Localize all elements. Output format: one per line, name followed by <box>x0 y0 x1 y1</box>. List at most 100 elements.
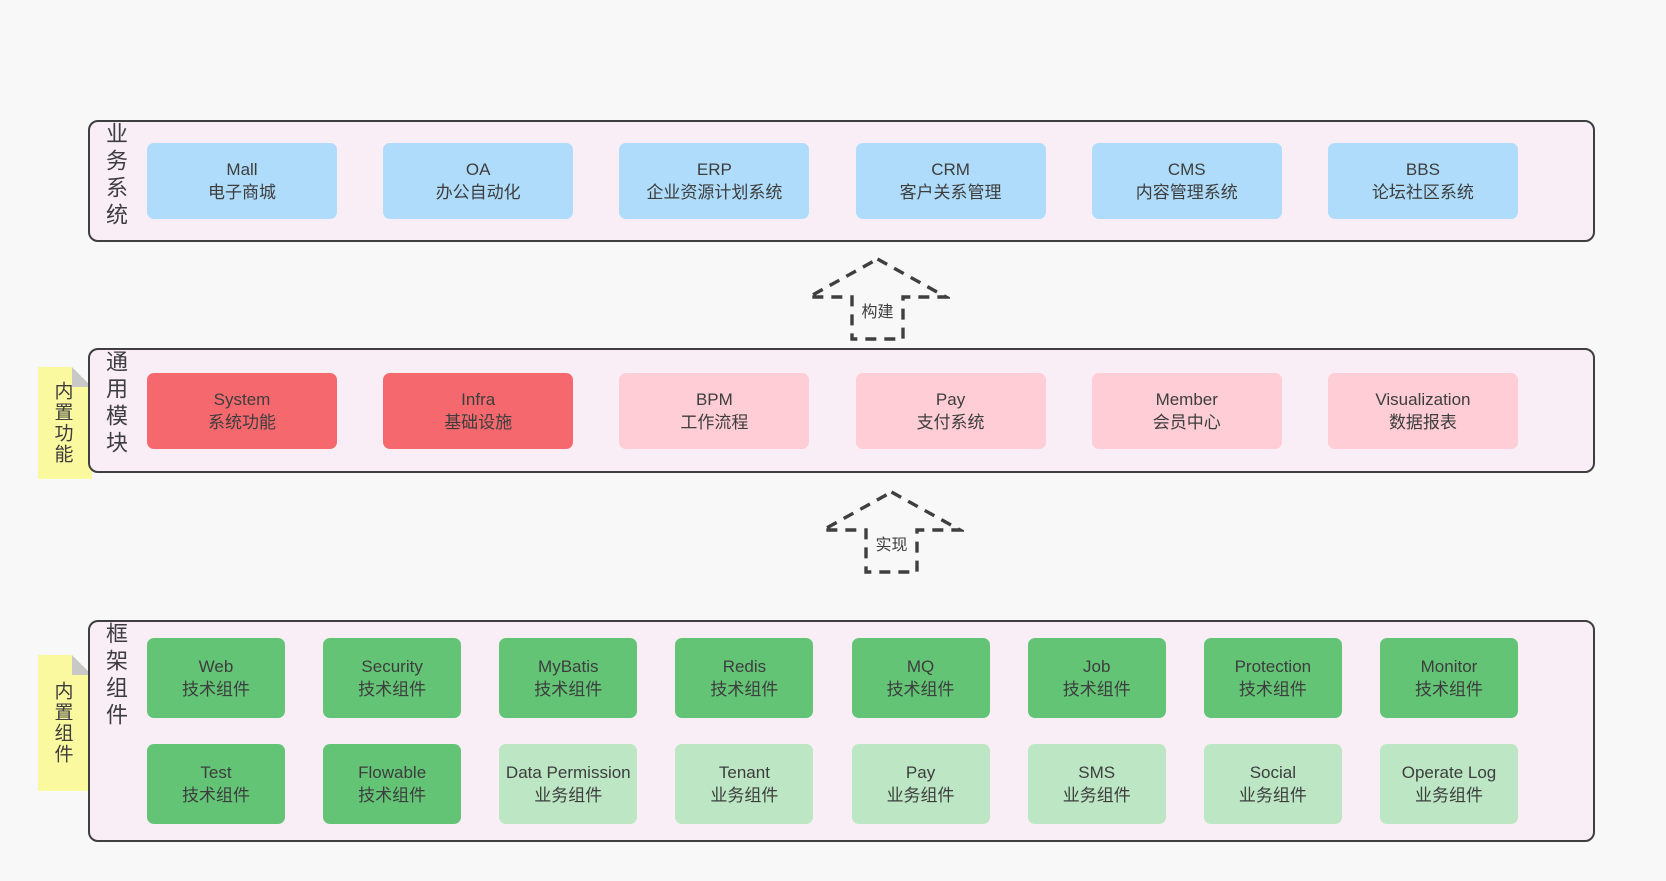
module-box-infra: Infra 基础设施 <box>383 372 574 449</box>
module-name: BBS <box>1405 160 1440 179</box>
module-box-pay: Pay 支付系统 <box>855 372 1046 449</box>
module-name: Infra <box>461 389 496 409</box>
module-desc: 技术组件 <box>1238 680 1307 699</box>
layer-common-modules: 通用模块 System 系统功能 Infra 基础设施 BPM 工作流程 Pay 支付系统 Me… <box>88 348 1595 473</box>
module-desc: 技术组件 <box>1414 680 1483 699</box>
module-name: OA <box>465 160 491 179</box>
module-desc: 办公自动化 <box>435 183 521 202</box>
module-desc: 业务组件 <box>1414 786 1483 805</box>
module-name: Web <box>198 657 234 676</box>
module-name: MQ <box>906 657 935 676</box>
module-desc: 支付系统 <box>916 412 985 432</box>
module-box-tenant: Tenant 业务组件 <box>675 744 814 824</box>
module-name: Visualization <box>1375 389 1471 409</box>
sticky-note-builtin-components: 内置组件 <box>38 655 92 791</box>
module-desc: 技术组件 <box>358 680 427 699</box>
layer-side-label: 框架组件 <box>103 622 128 730</box>
module-desc: 电子商城 <box>208 183 276 202</box>
module-desc: 系统功能 <box>208 412 276 432</box>
module-desc: 业务组件 <box>710 786 779 805</box>
module-box-member: Member 会员中心 <box>1091 372 1282 449</box>
module-box-bbs: BBS 论坛社区系统 <box>1327 143 1518 219</box>
up-arrow-icon <box>805 257 950 341</box>
module-name: SMS <box>1078 763 1116 782</box>
module-name: Redis <box>722 657 767 676</box>
layer-side-label: 业务系统 <box>103 122 128 230</box>
module-box-sms: SMS 业务组件 <box>1027 744 1166 824</box>
module-desc: 技术组件 <box>358 786 427 805</box>
module-name: MyBatis <box>538 657 599 676</box>
module-name: Security <box>361 657 423 676</box>
module-name: Protection <box>1234 657 1312 676</box>
box-row: System 系统功能 Infra 基础设施 BPM 工作流程 Pay 支付系统 Member 会… <box>140 372 1593 449</box>
module-box-cms: CMS 内容管理系统 <box>1091 143 1282 219</box>
module-box-monitor: Monitor 技术组件 <box>1379 638 1518 718</box>
module-name: ERP <box>696 160 732 179</box>
module-name: Mall <box>226 160 258 179</box>
module-desc: 数据报表 <box>1388 412 1457 432</box>
module-name: Operate Log <box>1401 763 1497 782</box>
module-name: Social <box>1249 763 1296 782</box>
module-name: System <box>213 389 271 409</box>
module-desc: 技术组件 <box>534 680 603 699</box>
module-name: Job <box>1082 657 1111 676</box>
up-arrow-icon <box>819 490 964 574</box>
module-desc: 内容管理系统 <box>1135 183 1238 202</box>
module-box-data-permission: Data Permission 业务组件 <box>499 744 638 824</box>
module-desc: 技术组件 <box>1062 680 1131 699</box>
module-desc: 业务组件 <box>534 786 603 805</box>
module-name: Tenant <box>718 763 770 782</box>
module-box-pay: Pay 业务组件 <box>851 744 990 824</box>
module-box-system: System 系统功能 <box>147 372 337 449</box>
module-box-redis: Redis 技术组件 <box>675 638 814 718</box>
module-box-web: Web 技术组件 <box>147 638 285 718</box>
module-box-visualization: Visualization 数据报表 <box>1327 372 1518 449</box>
arrow-build: 构建 <box>805 256 950 342</box>
module-desc: 业务组件 <box>1062 786 1131 805</box>
module-name: Member <box>1155 389 1218 409</box>
module-box-protection: Protection 技术组件 <box>1203 638 1342 718</box>
layer-side-label: 通用模块 <box>103 350 128 458</box>
module-name: BPM <box>695 389 733 409</box>
module-box-security: Security 技术组件 <box>323 638 462 718</box>
module-desc: 业务组件 <box>886 786 955 805</box>
module-box-operate-log: Operate Log 业务组件 <box>1379 744 1518 824</box>
module-name: CRM <box>931 160 970 179</box>
module-name: Pay <box>905 763 936 782</box>
module-box-mq: MQ 技术组件 <box>851 638 990 718</box>
arrow-label: 构建 <box>858 298 897 322</box>
module-desc: 论坛社区系统 <box>1371 183 1474 202</box>
sticky-label: 内置组件 <box>51 681 73 765</box>
module-name: Data Permission <box>505 763 631 782</box>
module-desc: 企业资源计划系统 <box>646 183 783 202</box>
module-desc: 技术组件 <box>886 680 955 699</box>
module-box-job: Job 技术组件 <box>1027 638 1166 718</box>
module-desc: 技术组件 <box>710 680 779 699</box>
module-name: Monitor <box>1420 657 1478 676</box>
module-desc: 会员中心 <box>1152 412 1221 432</box>
module-name: Pay <box>935 389 966 409</box>
module-name: CMS <box>1167 160 1206 179</box>
arrow-implement: 实现 <box>819 489 964 575</box>
module-box-bpm: BPM 工作流程 <box>619 372 810 449</box>
module-desc: 工作流程 <box>680 412 749 432</box>
module-desc: 技术组件 <box>182 680 250 699</box>
module-box-oa: OA 办公自动化 <box>383 143 574 219</box>
sticky-note-builtin-features: 内置功能 <box>38 367 92 479</box>
box-rows: System 系统功能 Infra 基础设施 BPM 工作流程 Pay 支付系统 Member 会… <box>140 350 1593 471</box>
module-desc: 基础设施 <box>444 412 513 432</box>
module-desc: 技术组件 <box>182 786 250 805</box>
arrow-label: 实现 <box>872 531 911 555</box>
module-box-mall: Mall 电子商城 <box>147 143 337 219</box>
